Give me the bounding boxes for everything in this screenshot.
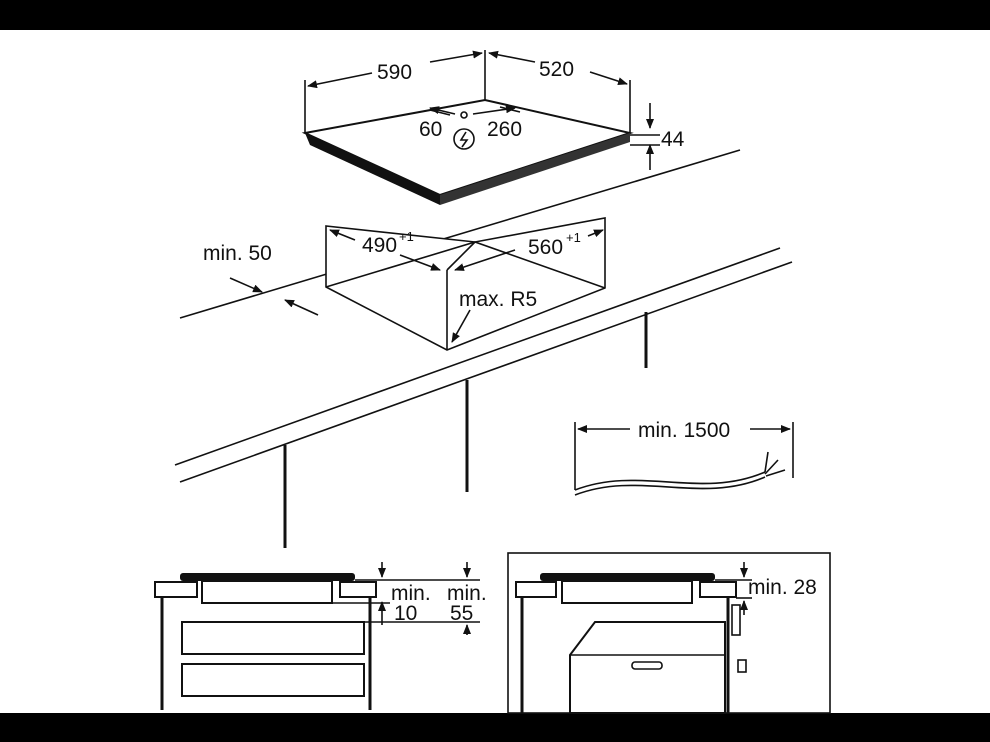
- worktop-drawing: [174, 149, 793, 548]
- cable-wire: [574, 471, 766, 491]
- hob-drawing: [301, 98, 634, 205]
- cable-entry-point: [460, 111, 468, 119]
- label-left-min-word-b: min.: [447, 582, 487, 605]
- worktop-front-top-edge: [174, 247, 781, 466]
- hob-side-edge: [440, 133, 630, 205]
- label-hob-width: 590: [377, 61, 412, 84]
- label-left-min-word-a: min.: [391, 582, 431, 605]
- label-hob-height: 44: [661, 128, 685, 151]
- oven-handle: [631, 661, 663, 670]
- label-left-min-value-b: 55: [450, 602, 473, 625]
- hob-glass-left: [180, 573, 355, 581]
- label-cutout-depth-tolerance: +1: [566, 230, 581, 245]
- label-cutout-depth: 560: [528, 236, 563, 259]
- hob-dimensions: [304, 50, 660, 170]
- label-corner-radius: max. R5: [459, 288, 537, 311]
- label-cable-length: min. 1500: [638, 419, 730, 442]
- label-cutout-width: 490: [362, 234, 397, 257]
- section-view-right: [507, 552, 831, 714]
- label-cable-right: 260: [487, 118, 522, 141]
- cable-drawing: [574, 422, 794, 496]
- electric-power-symbol-icon: [453, 128, 475, 150]
- worktop-back-edge: [179, 149, 741, 319]
- label-edge-distance: min. 50: [203, 242, 272, 265]
- label-hob-depth: 520: [539, 58, 574, 81]
- hob-glass-right: [540, 573, 715, 581]
- worktop-front-bottom-edge: [179, 261, 793, 483]
- label-cutout-width-tolerance: +1: [399, 229, 414, 244]
- section-view-left: [154, 562, 480, 710]
- label-left-min-value-a: 10: [394, 602, 417, 625]
- label-right-min: min. 28: [748, 576, 817, 599]
- cutout-dimensions: [229, 229, 604, 343]
- label-cable-left: 60: [419, 118, 442, 141]
- hob-front-edge: [305, 133, 440, 205]
